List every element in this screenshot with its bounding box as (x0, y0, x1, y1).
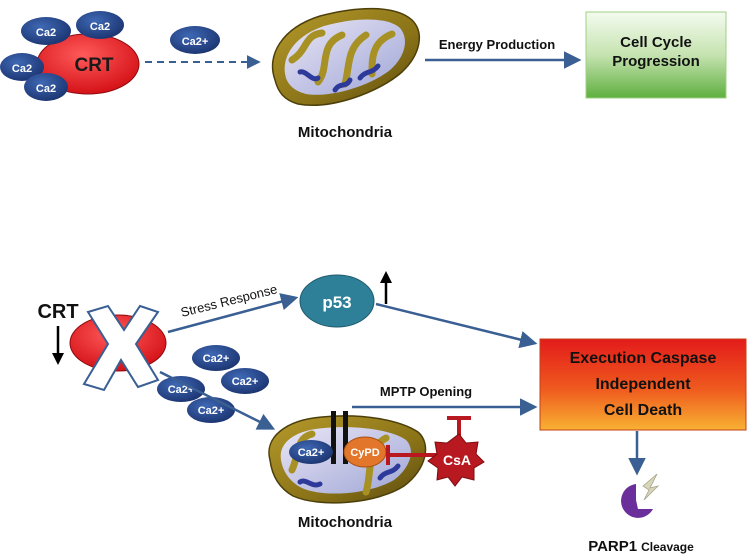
cypd-label: CyPD (350, 447, 379, 459)
ca-ion-bottom-4: Ca2+ (187, 397, 235, 423)
up-arrow-icon (380, 271, 392, 304)
svg-text:Ca2+: Ca2+ (198, 405, 225, 417)
parp1-label: PARP1 (588, 538, 637, 555)
mitochondria-label-bottom: Mitochondria (298, 514, 393, 531)
crt-label-top: CRT (74, 55, 113, 76)
ca-ion-top-4: Ca2 (24, 73, 68, 101)
mptp-pore-bar-right (343, 411, 348, 464)
csa-inhibition-to-cypd (386, 445, 440, 465)
p53-to-death-arrow (375, 302, 538, 349)
knockout-x-icon (82, 304, 160, 392)
cell-death-box: Execution Caspase Independent Cell Death (539, 338, 747, 431)
stress-response-label: Stress Response (179, 281, 279, 320)
mitochondria-label-top: Mitochondria (298, 124, 393, 141)
ca-ion-bottom-3: Ca2+ (157, 376, 205, 402)
svg-text:Ca2+: Ca2+ (298, 447, 325, 459)
p53-label: p53 (322, 293, 351, 312)
svg-text:Ca2+: Ca2+ (232, 376, 259, 388)
cypd-node: CyPD (343, 436, 387, 468)
parp1-icon (621, 473, 660, 518)
svg-text:Ca2: Ca2 (36, 83, 56, 95)
mitochondrion-top (271, 7, 420, 106)
cell-death-line3: Cell Death (604, 402, 682, 419)
cell-death-line1: Execution Caspase (570, 350, 717, 367)
mptp-opening-label: MPTP Opening (380, 384, 472, 399)
csa-inhibition-to-mptp (447, 416, 471, 436)
mptp-pore-bar-left (331, 411, 336, 464)
cell-cycle-box: Cell Cycle Progression (585, 11, 727, 99)
crt-label-bottom: CRT (37, 301, 78, 323)
ca-free-ion-top: Ca2+ (170, 26, 220, 54)
cell-cycle-line1: Cell Cycle (620, 34, 692, 51)
ca-ion-top-3: Ca2 (0, 53, 44, 81)
parp1-cleavage-label: PARP1 Cleavage (588, 538, 694, 555)
crt-to-mito-arrow (159, 370, 276, 430)
cell-death-line2: Independent (595, 376, 691, 393)
p53-node: p53 (299, 274, 375, 328)
csa-label: CsA (443, 452, 471, 468)
svg-text:Ca2: Ca2 (90, 21, 110, 33)
stress-response-arrow (167, 293, 299, 334)
ca-ion-bottom-1: Ca2+ (192, 345, 240, 371)
svg-text:Ca2: Ca2 (12, 63, 32, 75)
energy-production-label: Energy Production (439, 37, 555, 52)
ca-ion-top-2: Ca2 (76, 11, 124, 39)
ca-ion-top-1: Ca2 (21, 17, 71, 45)
ca-ion-mito: Ca2+ (289, 440, 333, 464)
svg-text:Ca2: Ca2 (36, 27, 56, 39)
svg-text:Ca2+: Ca2+ (203, 353, 230, 365)
svg-text:Ca2+: Ca2+ (182, 36, 209, 48)
cleavage-label: Cleavage (641, 540, 694, 554)
down-arrow-icon (52, 326, 64, 365)
ca-ion-bottom-2: Ca2+ (221, 368, 269, 394)
csa-node: CsA (427, 433, 485, 487)
cell-cycle-line2: Progression (612, 53, 700, 70)
